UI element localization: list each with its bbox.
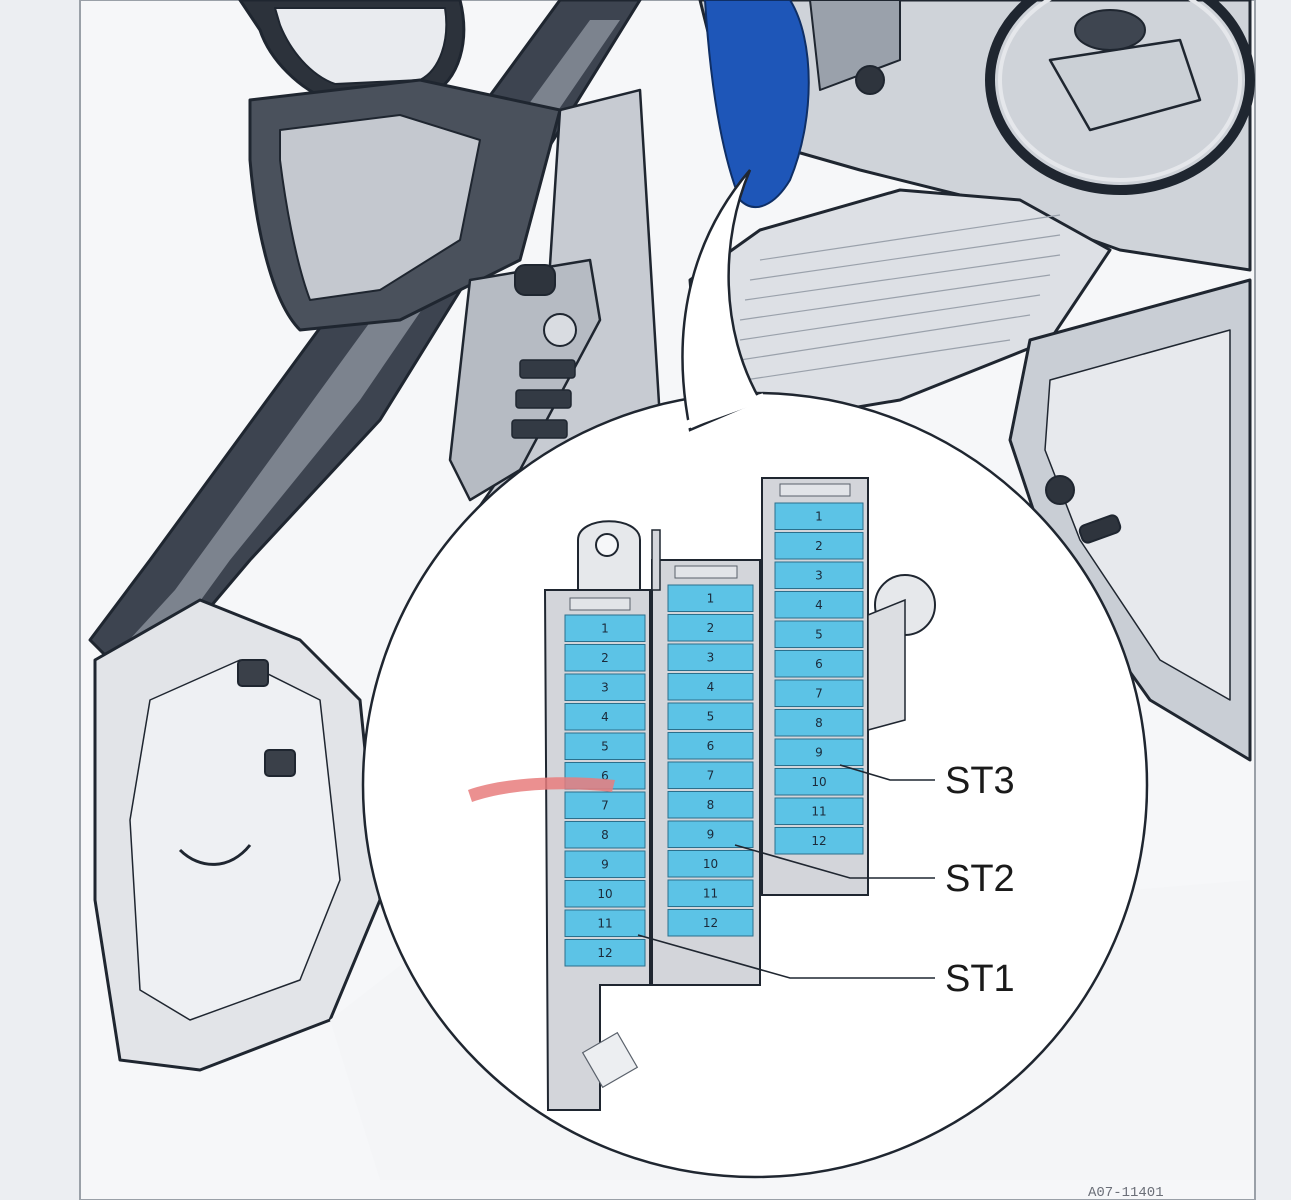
- fuse-number: 3: [815, 568, 823, 582]
- strip-label-st1: ST1: [945, 958, 1015, 1000]
- fuse-st1-5: 5: [565, 733, 645, 760]
- fuse-st3-2: 2: [775, 533, 863, 560]
- fuse-number: 3: [707, 650, 715, 664]
- fuse-st3-12: 12: [775, 828, 863, 855]
- fuse-number: 4: [815, 598, 823, 612]
- fuse-number: 2: [707, 621, 715, 635]
- fuse-st1-9: 9: [565, 851, 645, 878]
- fuse-number: 2: [601, 651, 609, 665]
- fuse-st1-8: 8: [565, 822, 645, 849]
- fuse-st2-4: 4: [668, 674, 753, 701]
- fuse-st1-2: 2: [565, 645, 645, 672]
- fuse-st2-10: 10: [668, 851, 753, 878]
- fuse-st2-12: 12: [668, 910, 753, 937]
- fuse-st3-1: 1: [775, 503, 863, 530]
- fuse-st2-8: 8: [668, 792, 753, 819]
- fuse-number: 5: [601, 739, 609, 753]
- strip-label-st3: ST3: [945, 760, 1015, 802]
- fuse-number: 9: [815, 745, 823, 759]
- fuse-number: 10: [811, 775, 826, 789]
- fuse-number: 2: [815, 539, 823, 553]
- fuse-st1-11: 11: [565, 910, 645, 937]
- fuse-number: 12: [703, 916, 718, 930]
- fuse-st3-3: 3: [775, 562, 863, 589]
- fuse-st1-1: 1: [565, 615, 645, 642]
- fuse-st2-1: 1: [668, 585, 753, 612]
- fuse-number: 8: [601, 828, 609, 842]
- fuse-st2-7: 7: [668, 762, 753, 789]
- fuse-st1-4: 4: [565, 704, 645, 731]
- fuse-st3-8: 8: [775, 710, 863, 737]
- fuse-number: 3: [601, 680, 609, 694]
- fuse-number: 6: [707, 739, 715, 753]
- fuse-st1-3: 3: [565, 674, 645, 701]
- fuse-number: 11: [597, 916, 612, 930]
- fuse-number: 7: [815, 686, 823, 700]
- fuse-number: 1: [707, 591, 715, 605]
- fuse-st3-4: 4: [775, 592, 863, 619]
- fuse-number: 1: [815, 509, 823, 523]
- fuse-number: 9: [707, 827, 715, 841]
- fuse-st3-11: 11: [775, 798, 863, 825]
- fuse-st1-10: 10: [565, 881, 645, 908]
- fuse-st3-6: 6: [775, 651, 863, 678]
- fuse-st2-3: 3: [668, 644, 753, 671]
- fuse-number: 5: [707, 709, 715, 723]
- fuse-number: 11: [703, 886, 718, 900]
- fuse-number: 12: [811, 834, 826, 848]
- fuse-number: 9: [601, 857, 609, 871]
- fuse-number: 12: [597, 946, 612, 960]
- strip-label-st2: ST2: [945, 858, 1015, 900]
- fuse-number: 5: [815, 627, 823, 641]
- fuse-st2-9: 9: [668, 821, 753, 848]
- fuse-st3-7: 7: [775, 680, 863, 707]
- fuse-st2-6: 6: [668, 733, 753, 760]
- fuse-st1-7: 7: [565, 792, 645, 819]
- fuse-st1-12: 12: [565, 940, 645, 967]
- fuse-st2-11: 11: [668, 880, 753, 907]
- fuse-st2-2: 2: [668, 615, 753, 642]
- fuse-number: 7: [707, 768, 715, 782]
- figure-code: A07-11401: [1088, 1185, 1164, 1200]
- fuse-st2-5: 5: [668, 703, 753, 730]
- fuse-number: 7: [601, 798, 609, 812]
- fuse-st3-5: 5: [775, 621, 863, 648]
- fuse-number: 8: [815, 716, 823, 730]
- fuse-st3-10: 10: [775, 769, 863, 796]
- fuse-number: 4: [601, 710, 609, 724]
- fuse-number: 6: [815, 657, 823, 671]
- fuse-number: 4: [707, 680, 715, 694]
- fuse-number: 11: [811, 804, 826, 818]
- fuse-st3-9: 9: [775, 739, 863, 766]
- fuse-number: 1: [601, 621, 609, 635]
- fuse-number: 8: [707, 798, 715, 812]
- fuse-number: 10: [703, 857, 718, 871]
- fuse-number: 10: [597, 887, 612, 901]
